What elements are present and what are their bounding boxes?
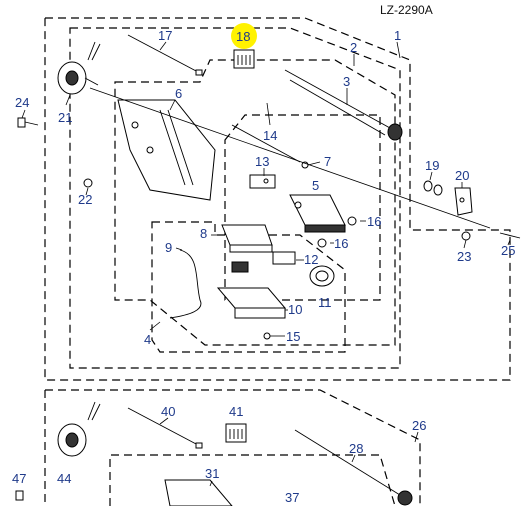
callout-17: 17	[158, 28, 172, 43]
lever-bracket-part	[454, 187, 473, 216]
mounting-plate-part	[117, 99, 216, 201]
callout-7: 7	[324, 154, 331, 169]
highlight-marker	[231, 23, 257, 49]
leader-lines	[21, 41, 511, 487]
assembly-7-outline	[224, 114, 381, 301]
callout-25: 25	[501, 243, 515, 258]
small-bracket-part	[249, 174, 276, 189]
switch-part	[231, 251, 296, 273]
callout-16-upper: 16	[367, 214, 381, 229]
nut-part	[83, 178, 93, 188]
label-pad-part	[233, 49, 255, 69]
screw-lower-part	[15, 490, 24, 501]
callout-20: 20	[455, 168, 469, 183]
callout-44: 44	[57, 471, 71, 486]
pin-part	[499, 232, 521, 239]
callout-13: 13	[255, 154, 269, 169]
callout-11: 11	[318, 295, 332, 310]
callout-18: 18	[236, 29, 250, 44]
assembly-1-outline	[44, 17, 511, 381]
callout-24: 24	[15, 95, 29, 110]
screw-part	[17, 117, 39, 128]
callout-28: 28	[349, 441, 363, 456]
motor-part	[57, 41, 101, 95]
cable-tie-2-part	[231, 124, 309, 169]
callout-2: 2	[350, 40, 357, 55]
knob-part	[309, 265, 335, 287]
shaft-axis	[89, 87, 491, 229]
assembly-4-outline	[114, 59, 396, 346]
callout-15: 15	[286, 329, 300, 344]
model-title: LZ-2290A	[380, 3, 433, 17]
callout-41: 41	[229, 404, 243, 419]
callout-21: 21	[58, 110, 72, 125]
callout-4: 4	[144, 332, 151, 347]
bowden-cable-lower-part	[294, 429, 413, 506]
motor-lower-part	[57, 401, 101, 457]
assembly-8-outline	[151, 221, 346, 353]
callout-31: 31	[205, 466, 219, 481]
callout-47: 47	[12, 471, 26, 486]
callout-3: 3	[343, 74, 350, 89]
washer-part	[423, 180, 443, 196]
wire-harness-part	[169, 249, 202, 319]
callout-6: 6	[175, 86, 182, 101]
assembly-lower-inner-outline	[109, 454, 396, 507]
callout-37: 37	[285, 490, 299, 505]
sensor-block-part	[289, 194, 346, 233]
lever-nut-part	[461, 231, 471, 241]
callout-16-lower: 16	[334, 236, 348, 251]
callout-40: 40	[161, 404, 175, 419]
sensor-screw-part	[317, 216, 357, 248]
callout-8: 8	[200, 226, 207, 241]
callout-12: 12	[304, 252, 318, 267]
cable-tie-lower-part	[127, 407, 203, 449]
assembly-lower-outline	[45, 389, 421, 506]
housing-screw-part	[263, 332, 271, 340]
cable-tie-part	[127, 34, 203, 76]
bracket-part	[221, 224, 273, 253]
mounting-plate-lower-part	[164, 479, 234, 507]
callout-22: 22	[78, 192, 92, 207]
callout-23: 23	[457, 249, 471, 264]
callout-26: 26	[412, 418, 426, 433]
callout-10: 10	[288, 302, 302, 317]
callout-9: 9	[165, 240, 172, 255]
callout-5: 5	[312, 178, 319, 193]
bowden-cable-part	[284, 69, 403, 141]
callout-19: 19	[425, 158, 439, 173]
callout-14: 14	[263, 128, 277, 143]
label-pad-lower-part	[225, 423, 247, 443]
callout-1: 1	[394, 28, 401, 43]
connector-housing-part	[216, 287, 287, 319]
